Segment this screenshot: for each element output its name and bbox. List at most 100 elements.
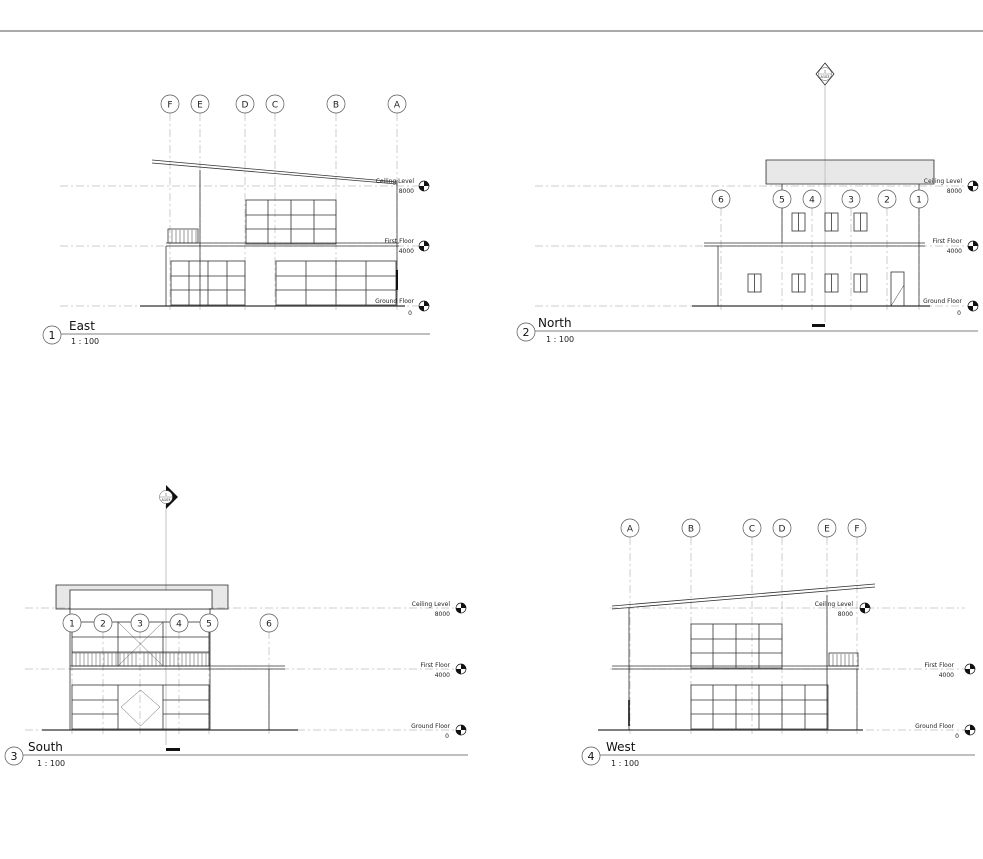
grid-label: D [242, 101, 249, 111]
level-head-first: First Floor 4000 [421, 662, 467, 679]
grid-bubble: E [190, 94, 210, 114]
grid-bubble: 3 [841, 189, 861, 209]
level-target-icon [418, 300, 430, 312]
section-marker-south: 1 A103 [159, 485, 178, 509]
level-name: Ceiling Level [815, 601, 854, 608]
view-number: 2 [523, 326, 530, 339]
level-name: First Floor [933, 238, 963, 245]
grid-label: 1 [69, 620, 75, 630]
grid-label: F [854, 525, 859, 535]
view-number: 1 [49, 329, 56, 342]
view-scale: 1 : 100 [611, 759, 639, 768]
grid-bubble: B [681, 518, 701, 538]
view-scale: 1 : 100 [71, 337, 99, 346]
grid-label: D [779, 525, 786, 535]
view-number: 4 [588, 750, 595, 763]
view-title: West [606, 740, 636, 754]
grid-bubble: C [265, 94, 285, 114]
section-marker-sheet: A103 [820, 75, 829, 79]
grid-bubble: 5 [772, 189, 792, 209]
section-arrow [812, 324, 825, 327]
level-head-ground: Ground Floor 0 [411, 723, 467, 740]
grid-label: C [272, 101, 278, 111]
grid-label: E [197, 101, 203, 111]
view-east[interactable]: F E D C B A Ceiling Level 8000 First Flo… [42, 94, 430, 346]
grid-bubble: 3 [130, 613, 150, 633]
view-number-bubble [516, 322, 536, 342]
grid-lines [720, 208, 920, 310]
grid-bubble: 4 [802, 189, 822, 209]
level-elevation: 8000 [947, 188, 962, 195]
grid-lines [71, 631, 270, 734]
level-head-ceiling: Ceiling Level 8000 [412, 601, 467, 618]
view-title: East [69, 319, 95, 333]
building-south [42, 584, 298, 731]
grid-bubble: A [387, 94, 407, 114]
building-north [692, 159, 935, 307]
balustrade-south [72, 652, 209, 666]
level-name: Ceiling Level [412, 601, 451, 608]
grid-bubble: F [160, 94, 180, 114]
grid-bubble: 1 [62, 613, 82, 633]
grid-label: B [333, 101, 339, 111]
view-title-west: 4 West 1 : 100 [581, 740, 975, 768]
grid-bubble: 6 [259, 613, 279, 633]
grid-label: A [394, 101, 401, 111]
level-target-icon [418, 240, 430, 252]
view-title: South [28, 740, 63, 754]
grid-label: 5 [206, 620, 212, 630]
level-head-first: First Floor 4000 [925, 662, 976, 679]
level-target-icon [859, 602, 871, 614]
level-head-first: First Floor 4000 [385, 238, 430, 255]
level-head-ground: Ground Floor 0 [923, 298, 979, 317]
balustrade-east [171, 230, 197, 243]
section-marker-sheet: A103 [161, 498, 170, 502]
view-title: North [538, 316, 572, 330]
level-elevation: 4000 [947, 248, 962, 255]
level-elevation: 0 [408, 310, 412, 317]
grid-label: 3 [137, 620, 143, 630]
view-title-east: 1 East 1 : 100 [42, 319, 430, 346]
level-head-ground: Ground Floor 0 [915, 723, 976, 740]
view-north[interactable]: 1 A103 6 5 4 3 2 1 Ceiling Level 8000 Fi… [516, 62, 979, 344]
level-target-icon [967, 180, 979, 192]
level-head-first: First Floor 4000 [933, 238, 979, 255]
grid-bubble: 2 [93, 613, 113, 633]
grid-label: 2 [884, 196, 890, 206]
level-target-icon [455, 602, 467, 614]
grid-label: 1 [916, 196, 922, 206]
level-target-icon [418, 180, 430, 192]
section-arrow [166, 748, 180, 751]
level-elevation: 4000 [399, 248, 414, 255]
level-name: Ceiling Level [376, 178, 415, 185]
view-number-bubble [4, 746, 24, 766]
grid-label: C [749, 525, 755, 535]
level-name: Ground Floor [923, 298, 962, 305]
grid-bubble: F [847, 518, 867, 538]
level-name: Ceiling Level [924, 178, 963, 185]
grid-lines [629, 537, 858, 734]
grid-bubble: A [620, 518, 640, 538]
level-elevation: 4000 [939, 672, 954, 679]
grid-label: A [627, 525, 634, 535]
grid-bubble: 5 [199, 613, 219, 633]
level-head-ceiling: Ceiling Level 8000 [924, 178, 979, 195]
grid-bubble: D [235, 94, 255, 114]
grid-bubble: 2 [877, 189, 897, 209]
view-title-south: 3 South 1 : 100 [4, 740, 468, 768]
view-number: 3 [11, 750, 18, 763]
grid-bubble: 6 [711, 189, 731, 209]
level-target-icon [455, 724, 467, 736]
grid-label: B [688, 525, 694, 535]
balustrade-west [832, 654, 854, 666]
section-marker-north: 1 A103 [815, 62, 835, 86]
grid-bubble: B [326, 94, 346, 114]
view-west[interactable]: A B C D E F Ceiling Level 8000 First Flo… [581, 518, 976, 768]
grid-label: 6 [266, 620, 272, 630]
grid-bubble: 1 [909, 189, 929, 209]
level-name: Ground Floor [411, 723, 450, 730]
view-south[interactable]: 1 A103 1 2 3 4 5 6 Ceiling Level 8000 Fi… [4, 485, 468, 768]
grid-label: 2 [100, 620, 106, 630]
